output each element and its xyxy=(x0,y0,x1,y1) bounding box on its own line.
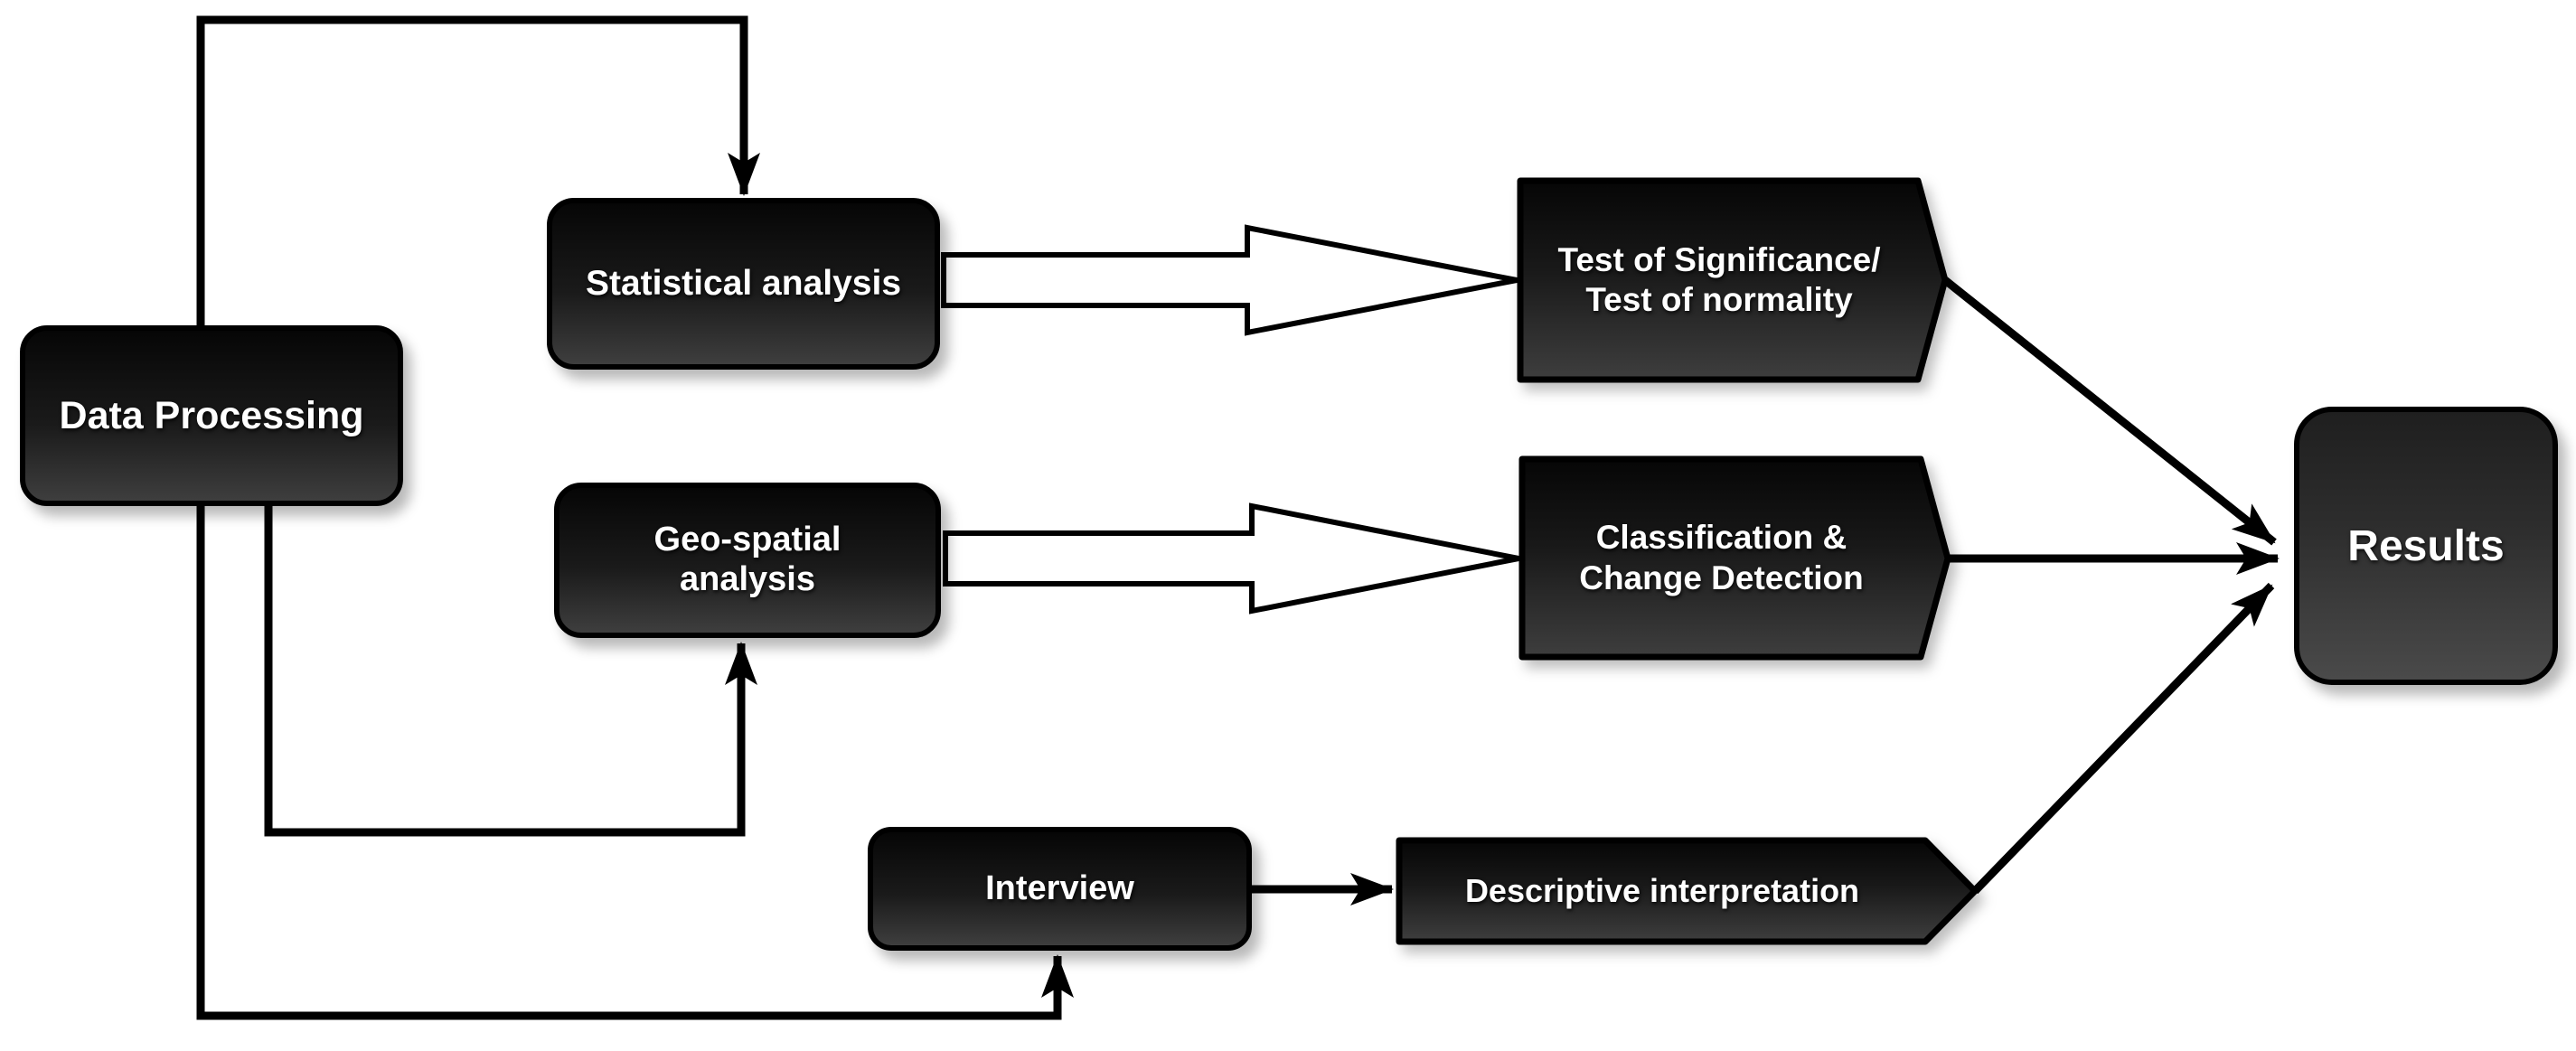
hollow-arrow-statistical-to-significance xyxy=(941,224,1518,336)
connector-dataprocessing-to-geospatial xyxy=(264,504,757,837)
connector-descriptive-to-results xyxy=(1971,582,2275,895)
node-geo-spatial-analysis: Geo-spatial analysis xyxy=(554,483,941,638)
node-data-processing-label: Data Processing xyxy=(59,393,364,437)
node-geo-spatial-line2: analysis xyxy=(680,560,815,598)
node-interview-label: Interview xyxy=(985,869,1134,907)
connector-dataprocessing-to-statistical xyxy=(196,15,760,327)
node-geo-spatial-line1: Geo-spatial xyxy=(653,521,841,559)
node-interview: Interview xyxy=(868,827,1252,951)
connector-significance-to-results xyxy=(1942,277,2277,546)
node-descriptive-shape xyxy=(1396,837,1979,945)
node-results-label: Results xyxy=(2347,521,2505,570)
node-results: Results xyxy=(2294,407,2558,685)
connector-dataprocessing-to-interview xyxy=(196,504,1074,1020)
node-statistical-analysis-label: Statistical analysis xyxy=(585,264,902,303)
hollow-arrow-geospatial-to-classification xyxy=(943,502,1519,615)
node-data-processing: Data Processing xyxy=(20,325,403,506)
node-test-of-significance-shape xyxy=(1517,177,1949,383)
node-statistical-analysis: Statistical analysis xyxy=(547,198,940,370)
node-classification-shape xyxy=(1518,455,1951,661)
